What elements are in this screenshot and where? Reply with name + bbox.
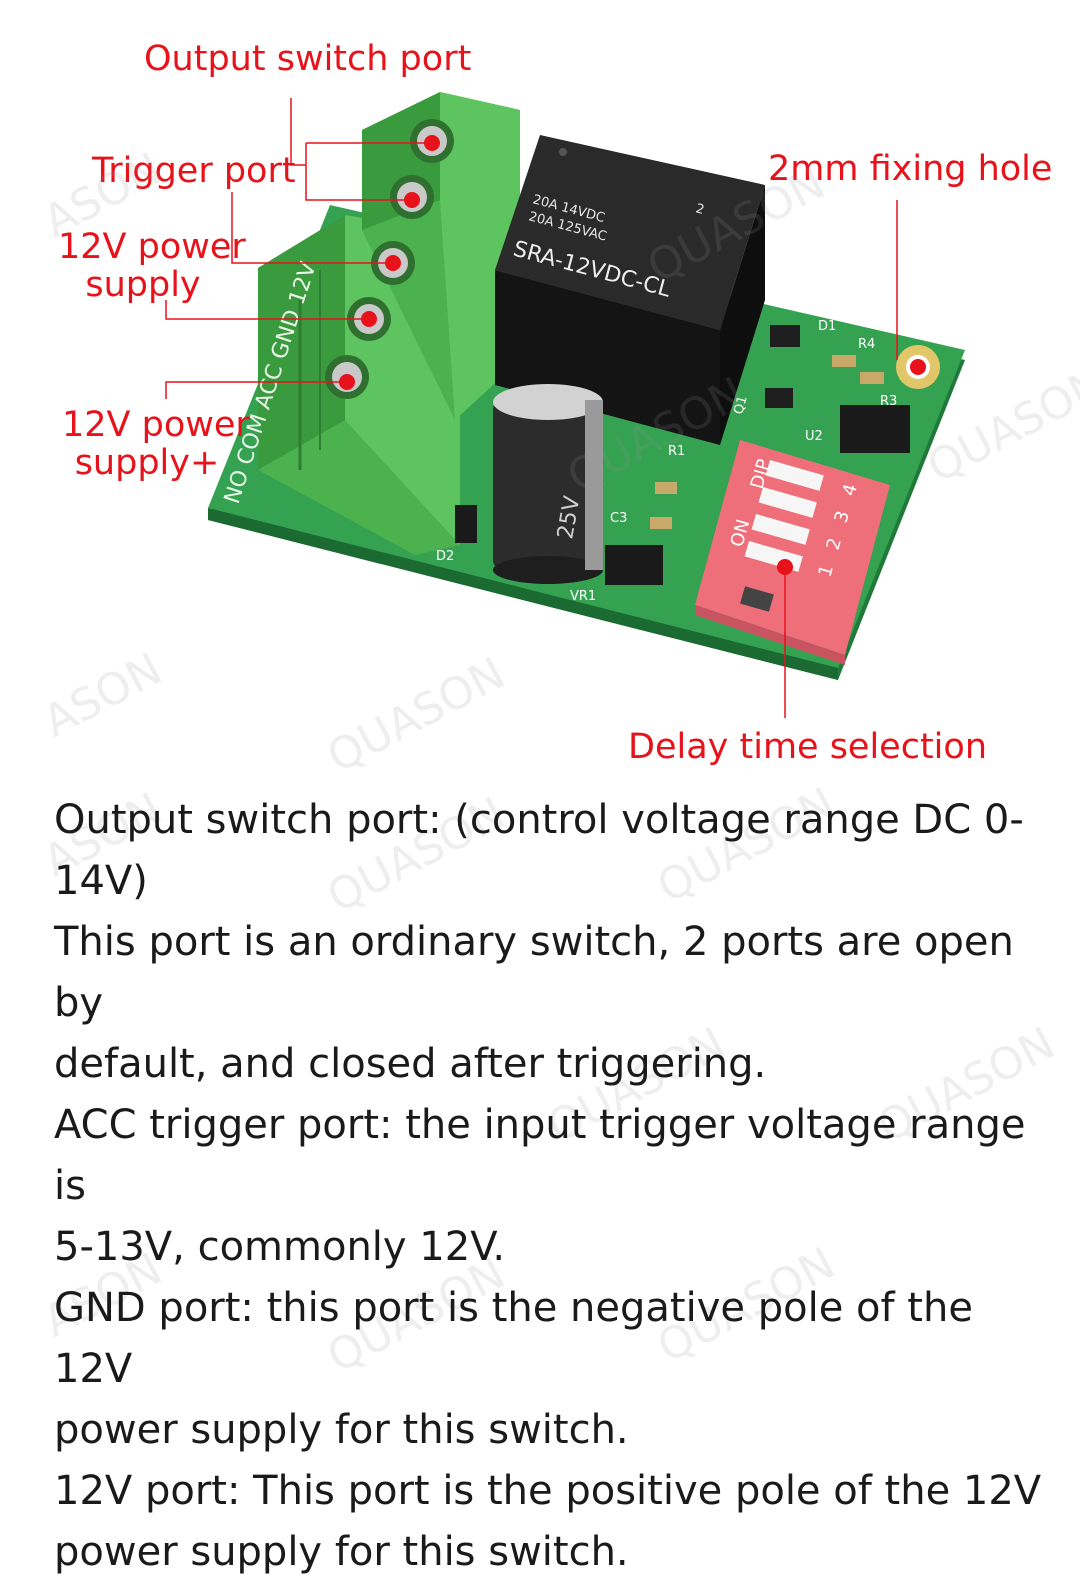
relay: 20A 14VDC 20A 125VAC SRA-12VDC-CL 2 bbox=[495, 135, 765, 445]
label-r4: R4 bbox=[858, 337, 875, 352]
dot-output-2 bbox=[404, 192, 420, 208]
description-line: 12V port: This port is the positive pole… bbox=[54, 1468, 1042, 1514]
relay-number: 2 bbox=[694, 201, 706, 218]
description-line: default, and closed after triggering. bbox=[54, 1041, 767, 1087]
description-line: power supply for this switch. bbox=[54, 1529, 629, 1575]
dip-num-4: 4 bbox=[839, 482, 862, 499]
callout-12v-power-minus-line2: supply bbox=[85, 265, 201, 305]
label-vr1: VR1 bbox=[570, 589, 596, 604]
dot-power-plus bbox=[339, 374, 355, 390]
marker-dots bbox=[339, 135, 926, 575]
dot-power-minus bbox=[361, 311, 377, 327]
dot-output-1 bbox=[424, 135, 440, 151]
description-line: power supply for this switch. bbox=[54, 1407, 629, 1453]
callout-delay-time: Delay time selection bbox=[628, 727, 988, 767]
callout-12v-power-minus: 12V power supply bbox=[58, 227, 246, 305]
callout-12v-power-plus: 12V power supply+ bbox=[62, 405, 250, 483]
product-figure: NO COM ACC GND 12V 20A 14VDC 20A 125VAC … bbox=[0, 0, 1080, 780]
description-line: GND port: this port is the negative pole… bbox=[54, 1285, 973, 1392]
dip-switch: ON DIP 1 2 3 4 bbox=[695, 440, 890, 665]
leader-lines bbox=[165, 98, 898, 718]
silkscreen-labels: D1 D2 R1 R3 R4 U2 C3 VR1 Q1 bbox=[436, 319, 897, 604]
dot-fixing-hole bbox=[910, 359, 926, 375]
callout-12v-power-plus-line2: supply+ bbox=[74, 443, 220, 483]
callout-trigger-port: Trigger port bbox=[92, 151, 296, 191]
description-line: Output switch port: (control voltage ran… bbox=[54, 797, 1024, 904]
callout-output-switch-port: Output switch port bbox=[144, 39, 472, 79]
callout-12v-power-minus-line1: 12V power bbox=[58, 227, 246, 267]
callout-fixing-hole: 2mm fixing hole bbox=[768, 149, 1053, 189]
label-q1: Q1 bbox=[731, 394, 750, 416]
dip-num-2: 2 bbox=[823, 536, 846, 553]
dip-num-1: 1 bbox=[815, 563, 838, 580]
description-line: This port is an ordinary switch, 2 ports… bbox=[54, 919, 1014, 1026]
pcb-illustration: NO COM ACC GND 12V 20A 14VDC 20A 125VAC … bbox=[165, 92, 965, 718]
label-r3: R3 bbox=[880, 394, 897, 409]
description-line: 5-13V, commonly 12V. bbox=[54, 1224, 506, 1270]
label-d1: D1 bbox=[818, 319, 836, 334]
label-r1: R1 bbox=[668, 444, 685, 459]
label-u2: U2 bbox=[805, 429, 823, 444]
description-line: ACC trigger port: the input trigger volt… bbox=[54, 1102, 1026, 1209]
smd-components bbox=[455, 325, 910, 585]
label-c3: C3 bbox=[610, 511, 627, 526]
dot-dip bbox=[777, 559, 793, 575]
dot-trigger bbox=[385, 255, 401, 271]
callout-12v-power-plus-line1: 12V power bbox=[62, 405, 250, 445]
description-block: Output switch port: (control voltage ran… bbox=[54, 790, 1054, 1583]
label-d2: D2 bbox=[436, 549, 454, 564]
capacitor: 25V bbox=[493, 384, 603, 584]
dip-num-3: 3 bbox=[831, 509, 854, 526]
